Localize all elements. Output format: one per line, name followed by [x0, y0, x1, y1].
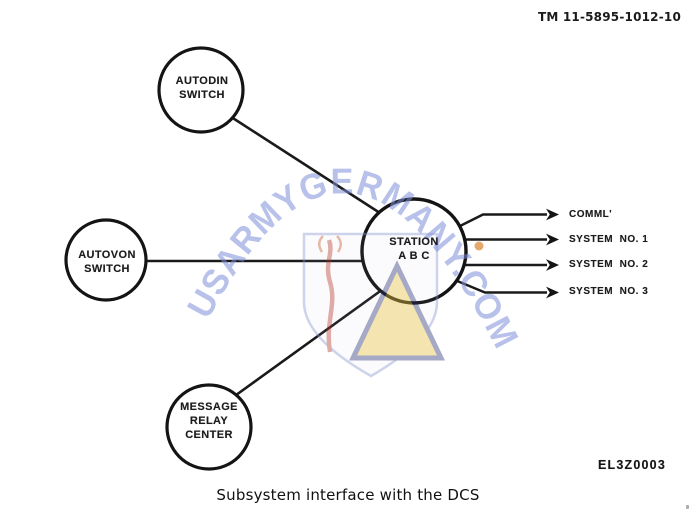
- watermark-shield: [302, 232, 445, 378]
- node-circle-autodin: [157, 46, 245, 134]
- node-label-line: AUTOVON: [78, 249, 136, 261]
- arrowheads: [546, 208, 559, 299]
- arrow-line-system3: [449, 276, 547, 294]
- node-label-line: SWITCH: [179, 89, 225, 101]
- tm-reference: TM 11-5895-1012-10: [537, 10, 681, 24]
- node-label-line: RELAY: [189, 415, 229, 427]
- shield-outline-icon: [302, 232, 439, 378]
- watermark: USARMYGERMANY.COM: [179, 160, 526, 378]
- node-label-line: A B C: [398, 250, 430, 262]
- scan-speck: [686, 505, 689, 509]
- node-label-line: AUTODIN: [175, 75, 229, 87]
- connector-message-station: [224, 277, 398, 405]
- connector-autodin-station: [224, 111, 398, 226]
- node-label-autovon: AUTOVON SWITCH: [78, 248, 136, 276]
- connector-lines: [120, 111, 400, 405]
- node-circle-message-relay: [165, 383, 253, 471]
- drawing-code: EL3Z0003: [598, 458, 666, 472]
- node-label-autodin: AUTODIN SWITCH: [176, 74, 229, 102]
- node-label-line: MESSAGE: [180, 401, 238, 413]
- node-label-line: SWITCH: [84, 263, 130, 275]
- flame-icon: [318, 235, 342, 253]
- arrowhead-icon: [546, 233, 559, 246]
- node-circles: [64, 46, 468, 471]
- node-label-line: STATION: [389, 236, 439, 248]
- arrowhead-icon: [546, 208, 559, 221]
- node-circle-autovon: [64, 218, 148, 302]
- flaming-sword-icon: [325, 239, 335, 353]
- output-label-system3: SYSTEM NO. 3: [569, 286, 649, 297]
- output-label-system1: SYSTEM NO. 1: [569, 234, 649, 245]
- output-label-system2: SYSTEM NO. 2: [569, 259, 649, 270]
- output-label-comml: COMML': [569, 209, 613, 220]
- arrowhead-icon: [546, 259, 559, 271]
- watermark-dot-icon: [474, 241, 484, 251]
- shield-triangle-icon: [349, 260, 445, 361]
- node-label-message-relay: MESSAGE RELAY CENTER: [180, 400, 238, 442]
- node-label-station: STATION A B C: [389, 235, 438, 263]
- node-label-line: CENTER: [185, 429, 233, 441]
- figure-caption: Subsystem interface with the DCS: [216, 486, 480, 504]
- arrowhead-icon: [546, 286, 559, 299]
- node-circle-station: [360, 197, 468, 305]
